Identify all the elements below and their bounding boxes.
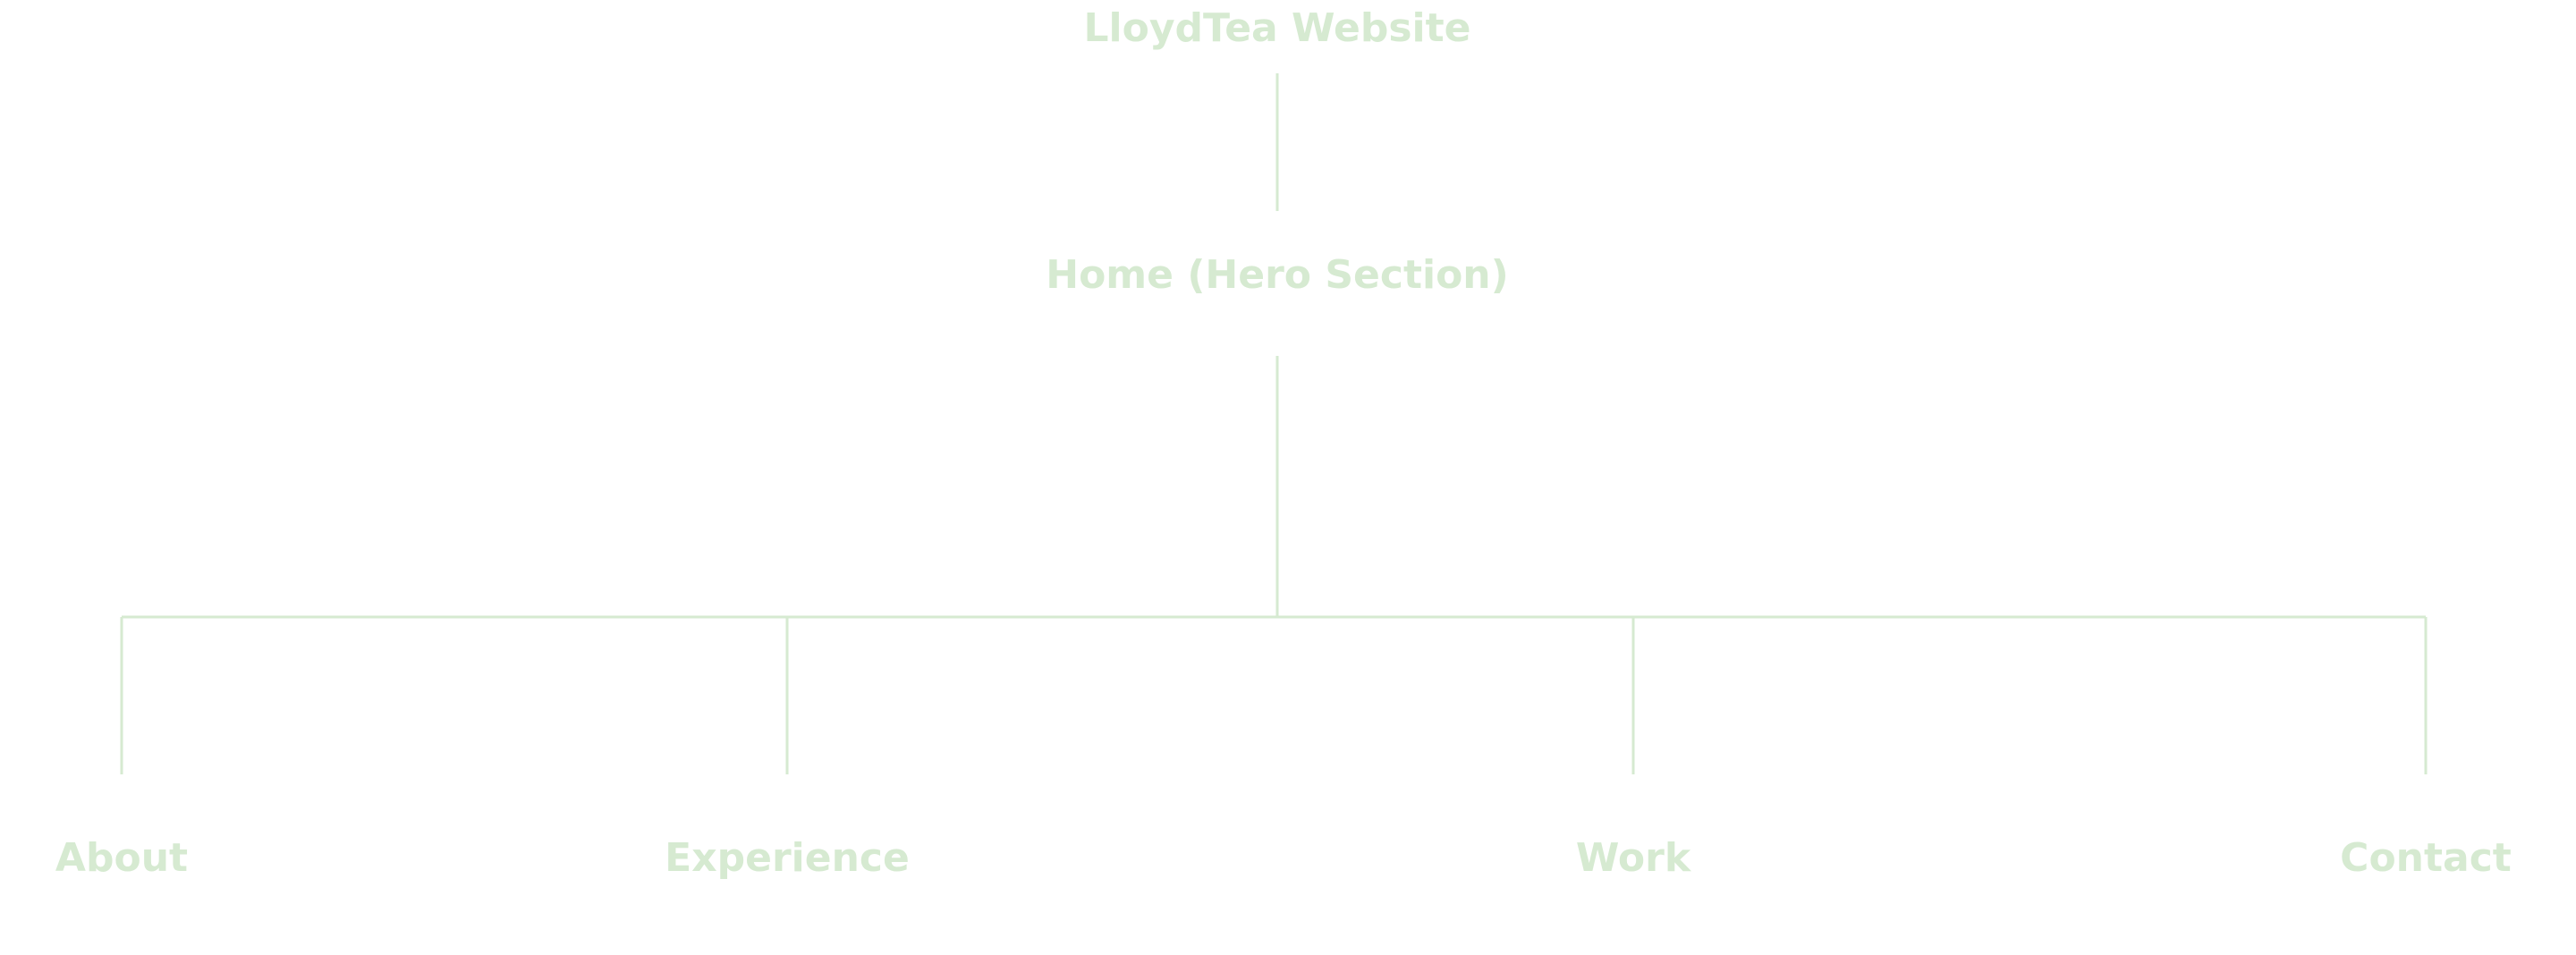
sitemap-node-home[interactable]: Home (Hero Section) bbox=[1046, 252, 1509, 298]
sitemap-node-work[interactable]: Work bbox=[1575, 835, 1691, 881]
sitemap-node-root[interactable]: LloydTea Website bbox=[1083, 5, 1471, 51]
sitemap-node-contact[interactable]: Contact bbox=[2340, 835, 2512, 881]
sitemap-node-about[interactable]: About bbox=[55, 835, 189, 881]
sitemap-node-experience[interactable]: Experience bbox=[665, 835, 910, 881]
